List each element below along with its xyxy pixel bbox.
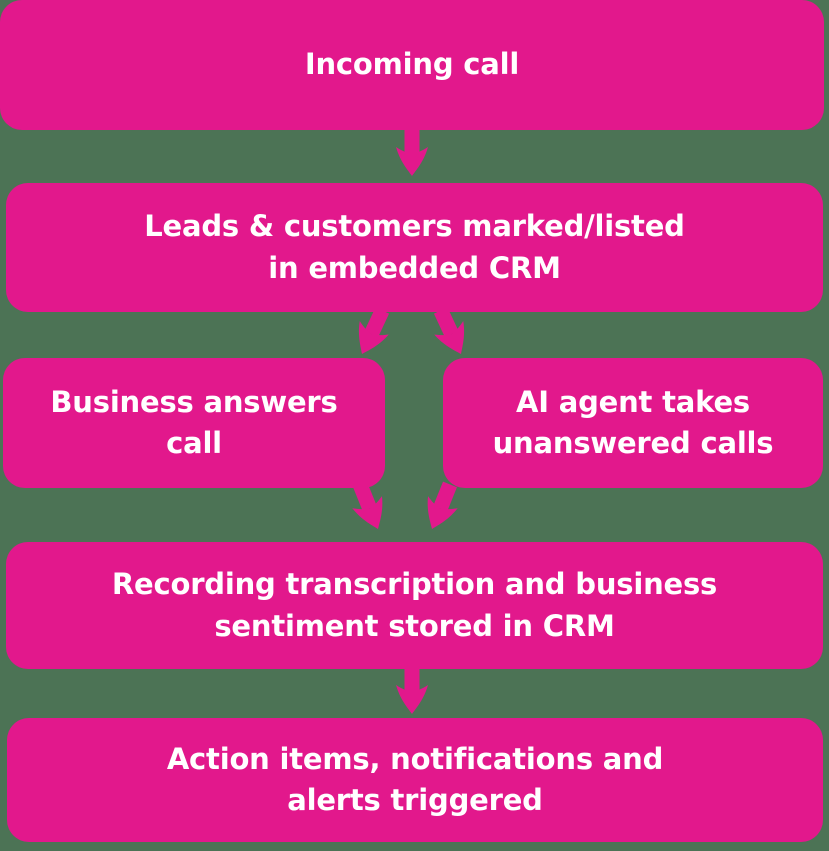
node-incoming-call-label: Incoming call xyxy=(304,47,520,82)
arrow-down-icon xyxy=(396,128,428,176)
node-incoming-call: Incoming call xyxy=(0,0,824,130)
node-ai-agent-label: AI agent takes unanswered calls xyxy=(492,384,774,460)
node-actions-alerts-label: Action items, notifications and alerts t… xyxy=(166,741,664,817)
node-leads-crm-label: Leads & customers marked/listed in embed… xyxy=(144,209,685,285)
node-leads-crm: Leads & customers marked/listed in embed… xyxy=(6,183,823,312)
arrow-down-left-icon xyxy=(347,303,397,361)
node-actions-alerts: Action items, notifications and alerts t… xyxy=(7,718,823,842)
node-ai-agent: AI agent takes unanswered calls xyxy=(443,358,823,488)
node-business-answers-label: Business answers call xyxy=(50,384,338,460)
node-business-answers: Business answers call xyxy=(3,358,385,488)
arrow-down-icon xyxy=(396,666,428,714)
node-recording-crm: Recording transcription and business sen… xyxy=(6,542,823,669)
arrow-down-right-icon xyxy=(426,303,476,361)
node-recording-crm-label: Recording transcription and business sen… xyxy=(111,567,718,643)
